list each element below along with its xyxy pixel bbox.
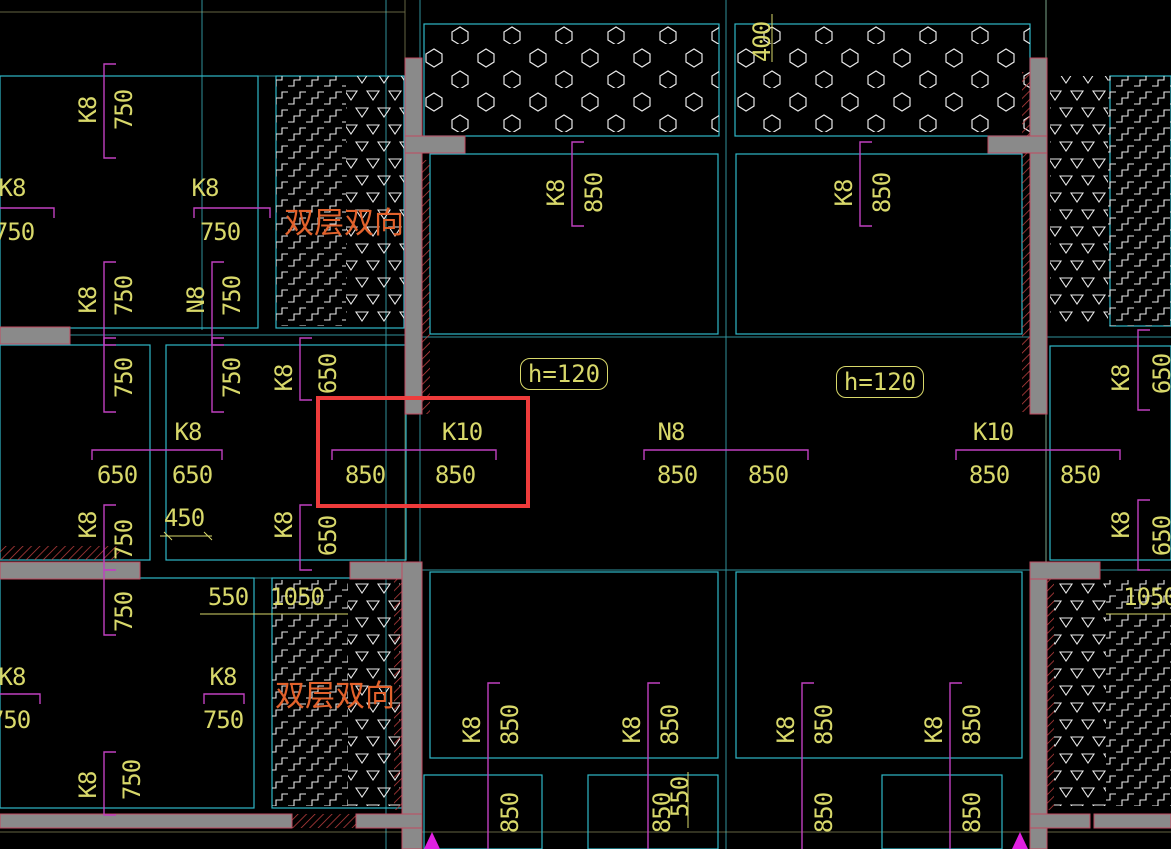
dimension-label: 750 xyxy=(0,706,31,734)
rebar-label: K8 xyxy=(270,364,298,392)
double-layer-note: 双层双向 xyxy=(275,679,395,714)
slab-thickness-tag: h=120 xyxy=(836,366,924,398)
rebar-label: K8 xyxy=(0,174,26,202)
dimension-label: 650 xyxy=(1148,515,1171,557)
dimension-label: 750 xyxy=(218,275,246,317)
rebar-label: K8 xyxy=(74,286,102,314)
dimension-label: 400 xyxy=(748,21,776,63)
dimension-marks xyxy=(160,14,1171,828)
rebar-label: K8 xyxy=(209,663,238,691)
rebar-label: K8 xyxy=(772,716,800,744)
dimension-label: 750 xyxy=(218,357,246,399)
rebar-label: K8 xyxy=(920,716,948,744)
dimension-label: 550 xyxy=(666,776,694,818)
rebar-label: K8 xyxy=(174,418,203,446)
rebar-lines xyxy=(0,63,1150,849)
dimension-label: 650 xyxy=(96,461,138,489)
rebar-label: K8 xyxy=(618,716,646,744)
dimension-label: 650 xyxy=(314,353,342,395)
dimension-label: 650 xyxy=(171,461,213,489)
dimension-label: 850 xyxy=(958,792,986,834)
dimension-label: 850 xyxy=(747,461,789,489)
dimension-label: 850 xyxy=(810,704,838,746)
rebar-label: K8 xyxy=(74,96,102,124)
dimension-label: 850 xyxy=(656,704,684,746)
rebar-label: N8 xyxy=(657,418,686,446)
dimension-label: 850 xyxy=(1059,461,1101,489)
dimension-label: 850 xyxy=(968,461,1010,489)
rebar-label: K8 xyxy=(191,174,220,202)
dimension-label: 750 xyxy=(110,591,138,633)
double-layer-note: 双层双向 xyxy=(284,206,404,241)
dimension-label: 750 xyxy=(110,89,138,131)
slab-thickness-tag: h=120 xyxy=(520,358,608,390)
dimension-label: 850 xyxy=(344,461,386,489)
dimension-label: 750 xyxy=(0,218,35,246)
dimension-label: 850 xyxy=(580,172,608,214)
dimension-label: 750 xyxy=(202,706,244,734)
dimension-label: 850 xyxy=(958,704,986,746)
dimension-label: 750 xyxy=(118,759,146,801)
dimension-label: 650 xyxy=(314,515,342,557)
fill-patterns xyxy=(0,24,1171,828)
dimension-label: 1050 xyxy=(1123,583,1171,611)
dimension-label: 750 xyxy=(110,357,138,399)
rebar-label: K8 xyxy=(74,511,102,539)
rebar-label: K8 xyxy=(1107,511,1135,539)
walls xyxy=(0,57,1171,849)
dimension-label: 850 xyxy=(496,792,524,834)
rebar-label: K8 xyxy=(74,771,102,799)
rebar-label: K8 xyxy=(830,179,858,207)
dimension-label: 850 xyxy=(496,704,524,746)
rebar-label: K8 xyxy=(1107,364,1135,392)
dimension-label: 750 xyxy=(110,519,138,561)
rebar-label: K10 xyxy=(972,418,1014,446)
rebar-label: K8 xyxy=(270,511,298,539)
rebar-label: K8 xyxy=(0,663,26,691)
highlight-box[interactable] xyxy=(316,396,530,508)
dimension-label: 850 xyxy=(434,461,476,489)
dimension-label: 750 xyxy=(199,218,241,246)
rebar-label: K8 xyxy=(542,179,570,207)
axis-markers xyxy=(424,832,1028,849)
dimension-label: 850 xyxy=(868,172,896,214)
dimension-label: 650 xyxy=(1148,353,1171,395)
rebar-label: K10 xyxy=(441,418,483,446)
dimension-label: 850 xyxy=(810,792,838,834)
dimension-label: 750 xyxy=(110,275,138,317)
dimension-label: 850 xyxy=(656,461,698,489)
rebar-label: N8 xyxy=(182,286,210,314)
dimension-label: 550 xyxy=(207,583,249,611)
dimension-label: 450 xyxy=(163,504,205,532)
rebar-label: K8 xyxy=(458,716,486,744)
dimension-label: 1050 xyxy=(270,583,325,611)
